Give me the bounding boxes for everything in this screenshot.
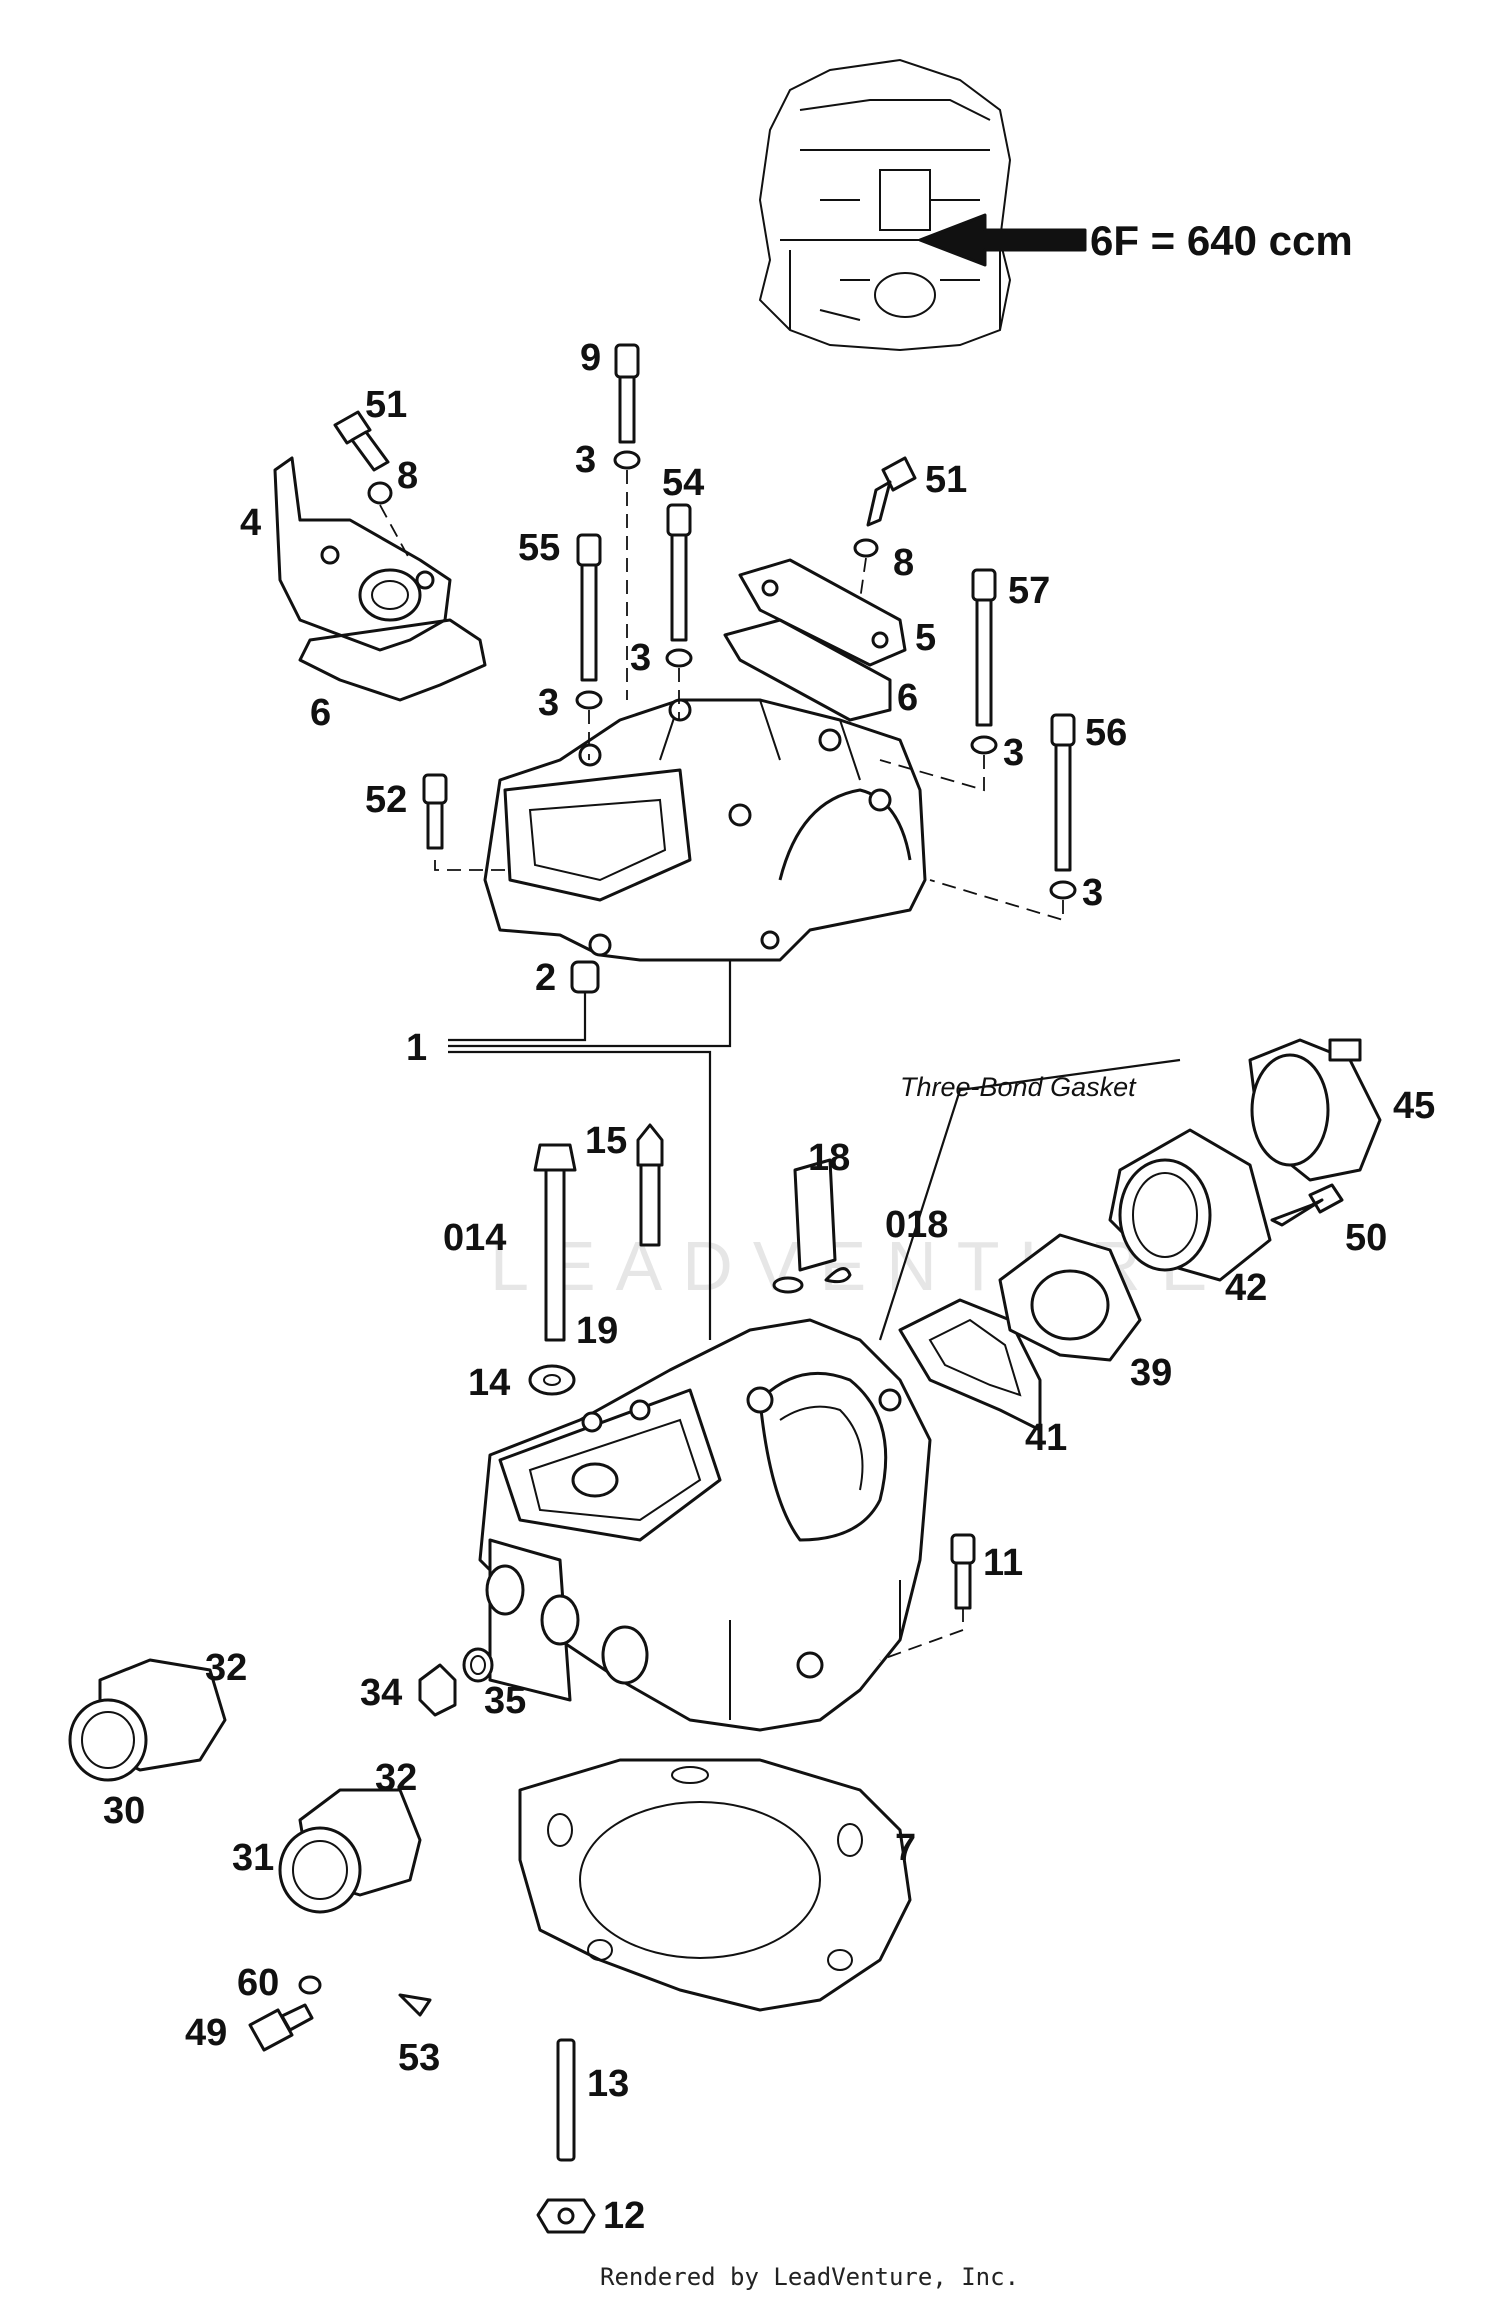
plug-2 — [570, 960, 600, 994]
gasket-6-right — [723, 618, 892, 722]
label-32b: 32 — [375, 1757, 417, 1799]
label-13: 13 — [587, 2063, 629, 2105]
label-42: 42 — [1225, 1267, 1267, 1309]
label-8a: 8 — [397, 455, 418, 497]
gasket-note: Three-Bond Gasket — [900, 1072, 1137, 1102]
clamp-45 — [1248, 1038, 1382, 1182]
label-014: 014 — [443, 1217, 506, 1259]
gasket-note-leader — [878, 1058, 1181, 1341]
label-34: 34 — [360, 1672, 402, 1714]
cylinder-head — [478, 1318, 932, 1732]
clip-53 — [398, 1993, 432, 2017]
label-57: 57 — [1008, 570, 1050, 612]
label-31: 31 — [232, 1837, 274, 1879]
head-gasket-7 — [518, 1758, 912, 2012]
thermostat-housing-4 — [273, 456, 452, 652]
washer-14 — [528, 1364, 576, 1396]
footer-credit: Rendered by LeadVenture, Inc. — [600, 2263, 1019, 2291]
nut-12 — [536, 2198, 596, 2234]
bolt-56 — [1049, 713, 1077, 900]
label-60: 60 — [237, 1962, 279, 2004]
screw-50 — [1270, 1183, 1344, 1227]
label-3a: 3 — [575, 439, 596, 481]
flange-39 — [998, 1233, 1142, 1362]
label-49: 49 — [185, 2012, 227, 2054]
label-51a: 51 — [365, 384, 407, 426]
label-15: 15 — [585, 1120, 627, 1162]
bolt-49 — [248, 2003, 314, 2052]
clip-60 — [298, 1975, 322, 1995]
upper-leaders — [379, 470, 1064, 922]
exhaust-flange-31 — [278, 1788, 422, 1914]
bolt-51-right — [853, 456, 917, 558]
bolt-9 — [613, 343, 641, 470]
seal-018 — [824, 1267, 852, 1284]
label-53: 53 — [398, 2037, 440, 2079]
bolt-52 — [422, 773, 448, 850]
label-4: 4 — [240, 502, 261, 544]
label-14: 14 — [468, 1362, 510, 1404]
gasket-41 — [898, 1298, 1042, 1432]
label-55: 55 — [518, 527, 560, 569]
exhaust-flange-30 — [68, 1658, 227, 1782]
label-2: 2 — [535, 957, 556, 999]
label-018: 018 — [885, 1204, 948, 1246]
label-8b: 8 — [893, 542, 914, 584]
label-3e: 3 — [1082, 872, 1103, 914]
label-3b: 3 — [630, 637, 651, 679]
label-1: 1 — [406, 1027, 427, 1069]
bolt-55 — [575, 533, 603, 710]
bolt-54 — [665, 503, 693, 668]
label-6b: 6 — [897, 677, 918, 719]
label-56: 56 — [1085, 712, 1127, 754]
engine-thumbnail — [758, 58, 1087, 352]
label-5: 5 — [915, 617, 936, 659]
label-50: 50 — [1345, 1217, 1387, 1259]
part-1-leaders — [448, 960, 732, 1340]
label-51b: 51 — [925, 459, 967, 501]
label-11: 11 — [983, 1542, 1023, 1584]
bolt-014 — [533, 1143, 577, 1342]
label-52: 52 — [365, 779, 407, 821]
label-12: 12 — [603, 2195, 645, 2237]
bolt-57 — [970, 568, 998, 755]
part-labels: 1 2 3 3 3 3 3 4 5 6 6 7 8 8 9 11 12 13 1… — [103, 337, 1435, 2237]
engine-callout: 6F = 640 ccm — [1090, 217, 1353, 264]
label-3c: 3 — [538, 682, 559, 724]
label-6a: 6 — [310, 692, 331, 734]
ring-35 — [462, 1647, 494, 1683]
stud-13 — [556, 2038, 576, 2162]
bolt-51-left — [333, 410, 393, 505]
label-7: 7 — [895, 1827, 916, 1869]
label-18: 18 — [808, 1137, 850, 1179]
sensor-15 — [636, 1123, 664, 1247]
label-19: 19 — [576, 1310, 618, 1352]
intake-boot-42 — [1108, 1128, 1272, 1282]
label-3d: 3 — [1003, 732, 1024, 774]
label-45: 45 — [1393, 1085, 1435, 1127]
bolt-11 — [879, 1533, 976, 1661]
gasket-6-left — [298, 618, 487, 702]
callout-arrow — [918, 213, 1087, 267]
valve-guide-18 — [772, 1158, 837, 1294]
label-35: 35 — [484, 1680, 526, 1722]
label-30: 30 — [103, 1790, 145, 1832]
label-41: 41 — [1025, 1417, 1067, 1459]
label-54: 54 — [662, 462, 704, 504]
label-39: 39 — [1130, 1352, 1172, 1394]
valve-cover — [483, 698, 927, 962]
label-32a: 32 — [205, 1647, 247, 1689]
plug-34 — [418, 1663, 457, 1717]
cover-5 — [738, 558, 907, 667]
label-9: 9 — [580, 337, 601, 379]
